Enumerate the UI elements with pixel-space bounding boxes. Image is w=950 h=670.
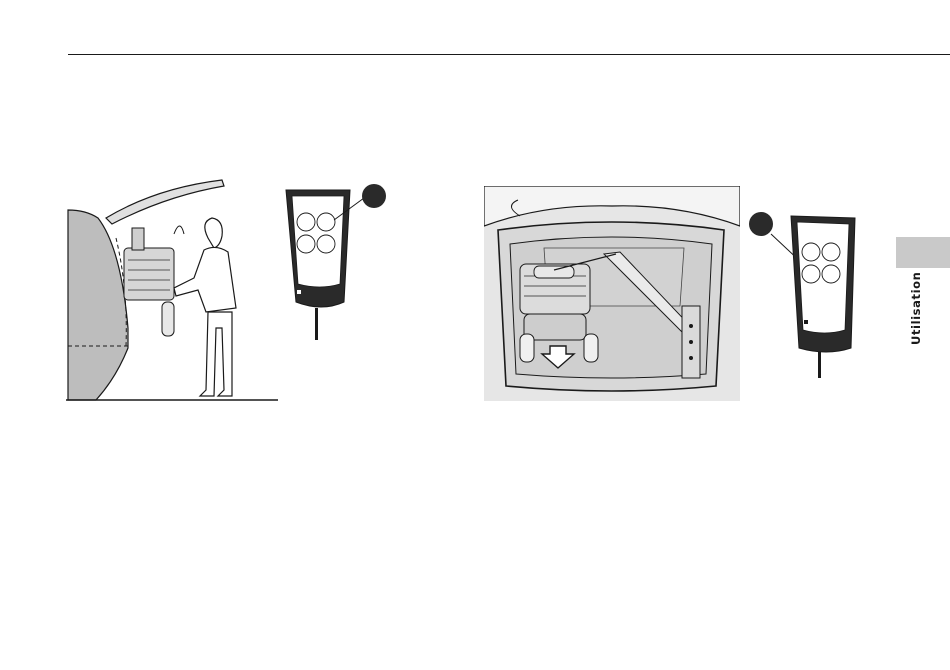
section-label: Utilisation: [909, 331, 950, 345]
person-loading-icon: [66, 178, 281, 402]
remote-control-icon: [282, 180, 390, 342]
left-remote-control: [282, 180, 390, 342]
section-tab: [896, 237, 950, 268]
left-loading-illustration: [66, 178, 281, 402]
callout-marker-icon: [362, 184, 386, 208]
remote-control-icon: [745, 208, 857, 378]
callout-marker-icon: [749, 212, 773, 236]
wheelchair-hoist-icon: [484, 186, 740, 401]
right-trunk-illustration: [484, 186, 740, 401]
header-rule: [68, 54, 950, 55]
right-remote-control: [745, 208, 857, 378]
